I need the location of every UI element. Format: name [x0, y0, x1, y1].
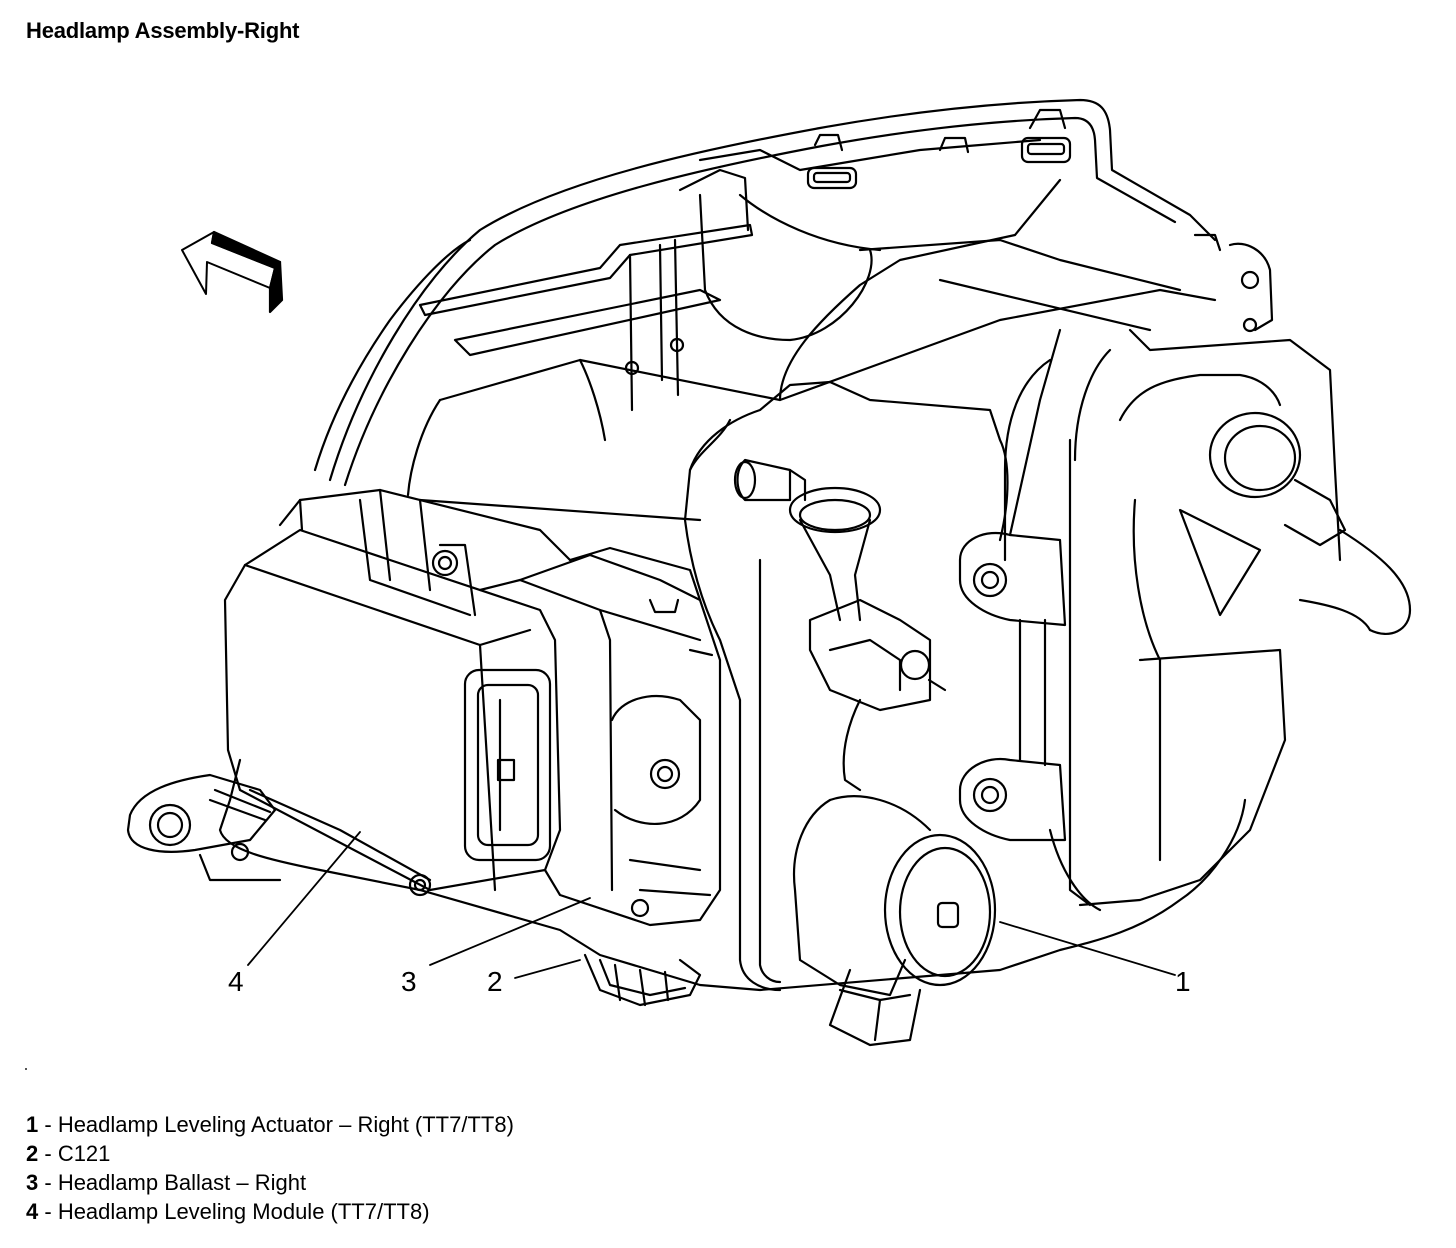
housing-body: [406, 178, 1217, 522]
ballast: [478, 546, 722, 927]
legend: 1 - Headlamp Leveling Actuator – Right (…: [26, 1110, 514, 1226]
callout-label-1: 1: [1175, 966, 1191, 997]
legend-text: Headlamp Ballast – Right: [57, 1170, 307, 1195]
callout-label-2: 2: [487, 966, 503, 997]
leader-line-1: [999, 921, 1176, 976]
legend-separator: -: [38, 1112, 58, 1137]
leader-line-4: [247, 831, 361, 966]
legend-number: 3: [26, 1170, 39, 1195]
leveling-actuator: [793, 698, 997, 1047]
stray-dot: [25, 1068, 27, 1070]
legend-number: 1: [26, 1112, 39, 1137]
callout-label-3: 3: [401, 966, 417, 997]
legend-item: 4 - Headlamp Leveling Module (TT7/TT8): [26, 1197, 514, 1226]
legend-text: Headlamp Leveling Actuator – Right (TT7/…: [57, 1112, 514, 1137]
mounting-foot-left: [126, 773, 282, 882]
connector-c121: [583, 953, 702, 1007]
page-title: Headlamp Assembly-Right: [26, 18, 300, 43]
callout-label-4: 4: [228, 966, 244, 997]
leveling-module: [223, 488, 572, 897]
housing-rim: [313, 98, 1217, 487]
direction-arrow-icon: [181, 230, 284, 314]
leader-line-3: [429, 897, 591, 966]
housing-lower-frame: [218, 380, 1247, 992]
legend-number: 2: [26, 1141, 39, 1166]
leader-line-2: [514, 959, 581, 979]
legend-text: Headlamp Leveling Module (TT7/TT8): [57, 1199, 430, 1224]
upper-bracket: [418, 168, 882, 412]
legend-separator: -: [38, 1170, 58, 1195]
legend-item: 2 - C121: [26, 1139, 514, 1168]
legend-number: 4: [26, 1199, 39, 1224]
callout-leader-lines: [247, 831, 1176, 979]
legend-text: C121: [57, 1141, 111, 1166]
legend-separator: -: [38, 1199, 58, 1224]
headlamp-assembly-diagram: [126, 98, 1412, 1047]
legend-separator: -: [38, 1141, 58, 1166]
legend-item: 3 - Headlamp Ballast – Right: [26, 1168, 514, 1197]
bulb-socket: [733, 458, 947, 712]
legend-item: 1 - Headlamp Leveling Actuator – Right (…: [26, 1110, 514, 1139]
right-chamber: [1003, 233, 1412, 912]
center-mount-bosses: [958, 328, 1067, 842]
